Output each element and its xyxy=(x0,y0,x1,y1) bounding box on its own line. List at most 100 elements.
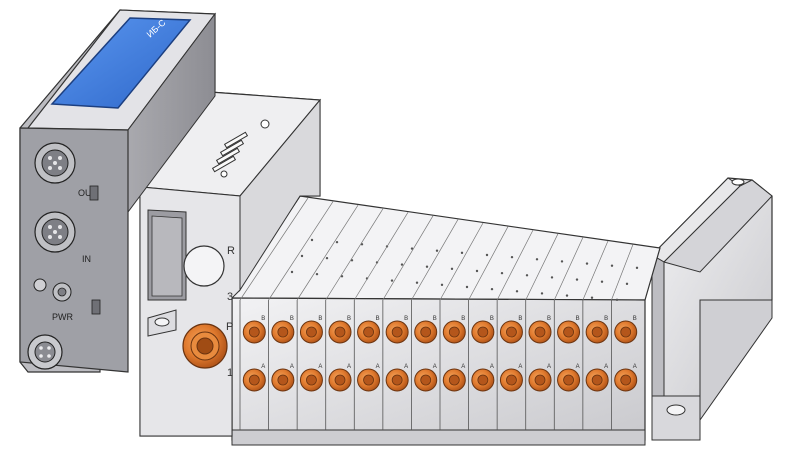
valve-top-divider xyxy=(468,226,509,301)
fieldbus-module: ИБ-С OUT IN PWR xyxy=(19,9,217,373)
valve-indicator-dot xyxy=(490,287,494,291)
port-b-label: B xyxy=(376,316,380,322)
valve-indicator-dot xyxy=(315,272,319,276)
port-pwr-label: PWR xyxy=(52,312,73,322)
connector-in xyxy=(34,211,76,253)
port-a-label: A xyxy=(461,364,465,370)
valve-indicator-dot xyxy=(460,251,464,255)
valve-indicator-dot xyxy=(550,276,554,279)
valve-indicator-dot xyxy=(410,247,414,250)
valve-indicator-dot xyxy=(440,283,444,287)
valve-indicator-dot xyxy=(300,254,304,258)
port-b-label: B xyxy=(404,316,408,322)
port-3-label: 3 xyxy=(227,291,233,303)
valve-indicator-dot xyxy=(325,256,329,260)
port-a-label: A xyxy=(490,364,494,370)
fitting-port-b: B xyxy=(471,316,495,344)
fitting-port-b: B xyxy=(442,316,466,344)
fitting-port-a: A xyxy=(585,364,609,392)
port-b-label: B xyxy=(433,316,437,322)
port-a-label: A xyxy=(433,364,437,370)
port-a-label: A xyxy=(347,364,351,370)
valve-indicator-dot xyxy=(540,292,544,295)
valve-indicator-dot xyxy=(340,275,344,278)
port-b-label: B xyxy=(461,316,465,322)
fitting-port-a: A xyxy=(271,364,295,392)
port-b-label: B xyxy=(261,316,265,322)
fitting-port-b: B xyxy=(385,316,409,344)
valve-indicator-dot xyxy=(485,253,489,257)
fitting-port-b: B xyxy=(357,316,381,344)
valve-indicator-dot xyxy=(590,296,594,299)
fitting-port-b: B xyxy=(271,316,295,344)
valve-top-divider xyxy=(268,201,334,301)
valve-indicator-dot xyxy=(610,264,614,267)
valve-top-divider xyxy=(582,240,609,301)
valve-top-divider xyxy=(296,204,359,301)
valve-top-divider xyxy=(239,197,309,301)
fitting-port-a: A xyxy=(357,364,381,392)
valve-indicator-dot xyxy=(615,298,619,302)
fitting-port-b: B xyxy=(242,316,266,344)
port-a-label: A xyxy=(376,364,380,370)
valve-top-divider xyxy=(382,215,434,301)
valve-indicator-dot xyxy=(390,279,394,282)
valve-indicator-dot xyxy=(635,266,639,270)
fitting-port-a: A xyxy=(242,364,266,392)
fitting-port-b: B xyxy=(585,316,609,344)
ground-terminal xyxy=(33,278,72,302)
valve-indicator-dot xyxy=(465,285,469,289)
port-a-label: A xyxy=(547,364,551,370)
connector-out xyxy=(34,142,76,184)
valve-indicator-dot xyxy=(510,255,514,259)
port-a-label: A xyxy=(318,364,322,370)
valve-top-divider xyxy=(553,237,584,301)
valve-indicator-dot xyxy=(310,238,314,242)
valve-indicator-dot xyxy=(415,281,419,284)
right-end-plate xyxy=(651,177,773,441)
valve-indicator-dot xyxy=(500,271,504,275)
port-b-label: B xyxy=(547,316,551,322)
fitting-port-b: B xyxy=(557,316,581,344)
fitting-port-b: B xyxy=(499,316,523,344)
valve-indicator-dot xyxy=(425,265,429,268)
port-p-label: P xyxy=(226,321,233,333)
valve-indicator-dot xyxy=(535,258,539,261)
port-a-label: A xyxy=(576,364,580,370)
port-a-label: A xyxy=(290,364,294,370)
valve-indicator-dot xyxy=(625,282,629,286)
fitting-port-a: A xyxy=(385,364,409,392)
port-b-label: B xyxy=(318,316,322,322)
valve-indicator-dot xyxy=(575,278,579,281)
valve-indicator-dot xyxy=(400,263,404,266)
valve-indicator-dot xyxy=(525,274,529,277)
port-b-label: B xyxy=(604,316,608,322)
port-a-label: A xyxy=(604,364,608,370)
valve-top-divider xyxy=(411,219,459,301)
fitting-port-b: B xyxy=(414,316,438,344)
fitting-port-a: A xyxy=(557,364,581,392)
port-b-label: B xyxy=(347,316,351,322)
valve-top-divider xyxy=(611,244,634,301)
port-r-label: R xyxy=(227,245,235,257)
valve-top-divider xyxy=(325,208,384,301)
port-b-label: B xyxy=(518,316,522,322)
port-a-label: A xyxy=(633,364,637,370)
port-b-label: B xyxy=(290,316,294,322)
valve-indicator-dot xyxy=(435,249,439,252)
port-out-label: OUT xyxy=(78,188,98,198)
fitting-port-a: A xyxy=(499,364,523,392)
port-b-label: B xyxy=(633,316,637,322)
fitting-port-a: A xyxy=(442,364,466,392)
fitting-port-a: A xyxy=(414,364,438,392)
fitting-port-a: A xyxy=(528,364,552,392)
fitting-port-a: A xyxy=(299,364,323,392)
status-display xyxy=(50,17,192,109)
fitting-port-b: B xyxy=(299,316,323,344)
valve-indicator-dot xyxy=(585,262,589,265)
fitting-port-b: B xyxy=(528,316,552,344)
valve-top-divider xyxy=(525,233,559,301)
port-in-label: IN xyxy=(82,254,91,264)
